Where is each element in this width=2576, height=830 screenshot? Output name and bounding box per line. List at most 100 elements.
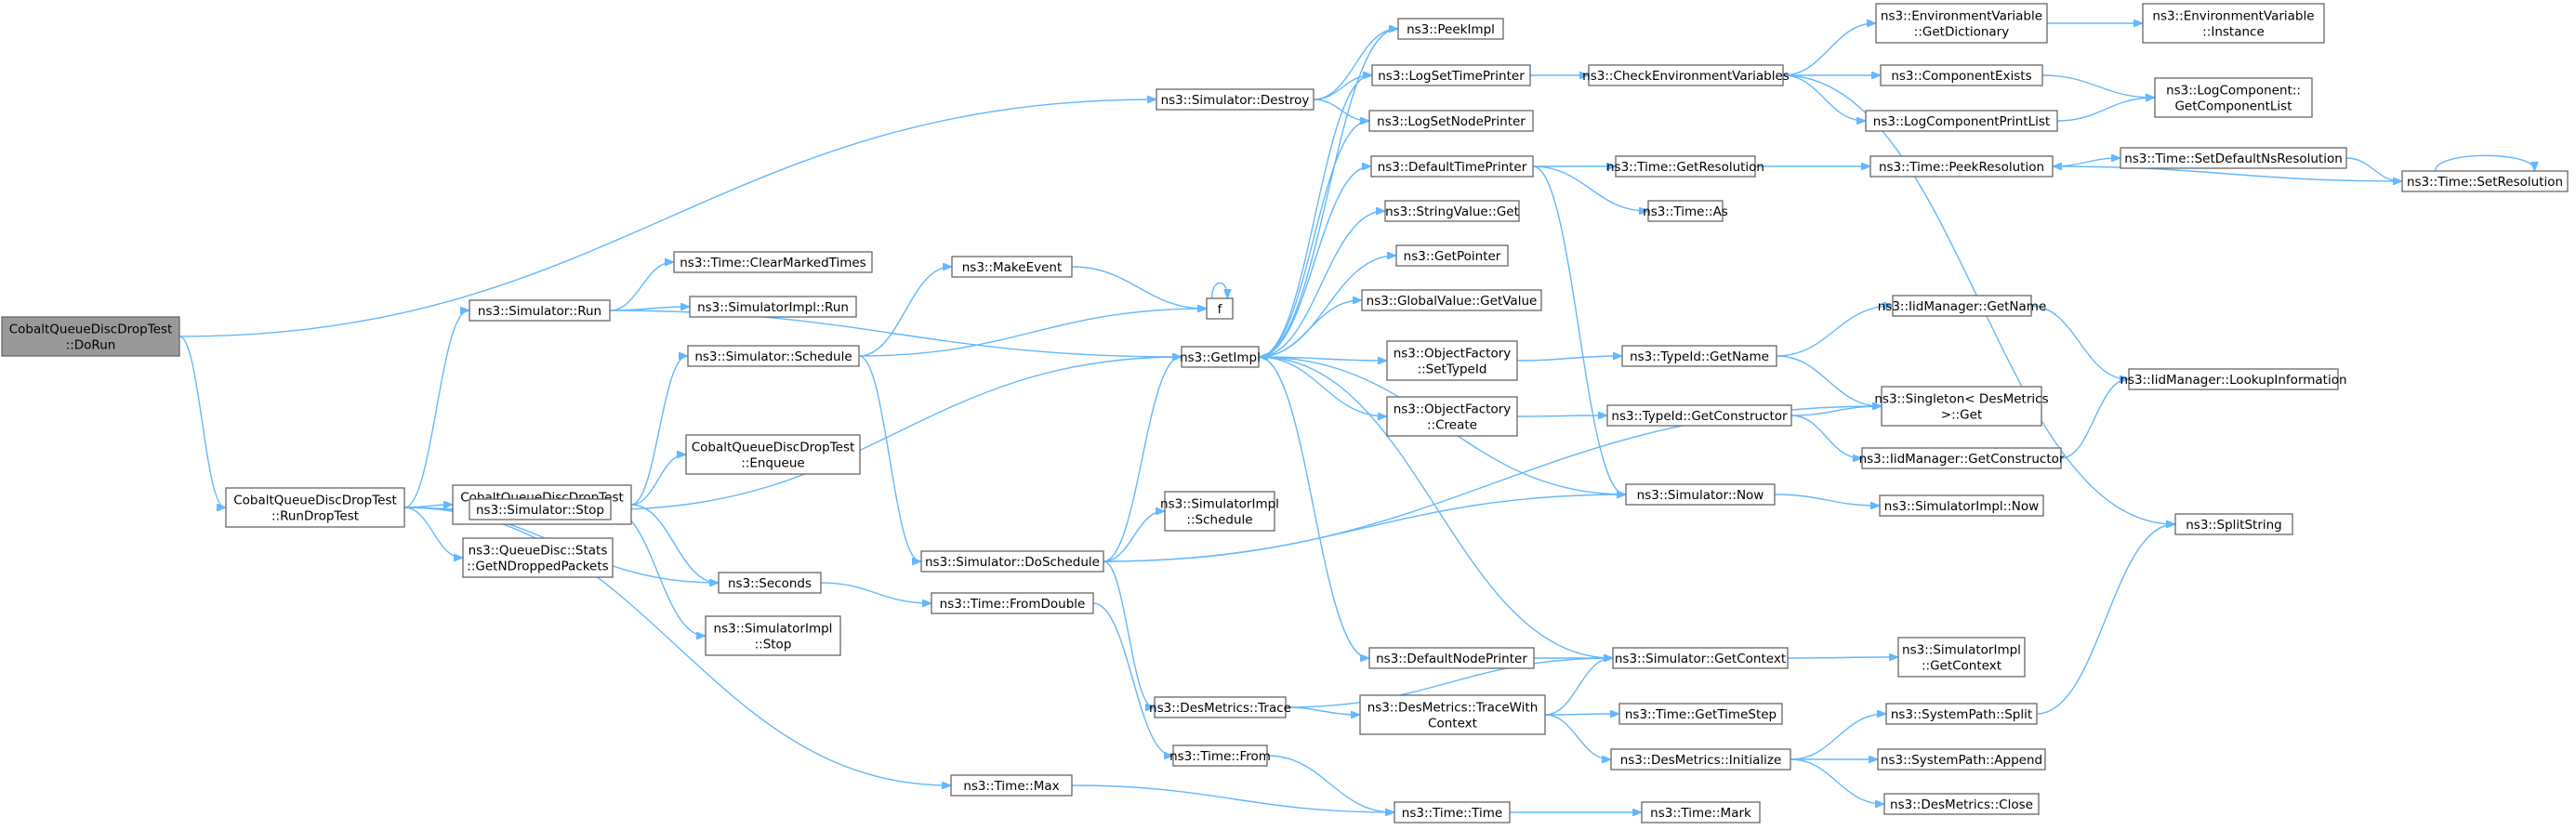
- node-simschedule[interactable]: ns3::Simulator::Schedule: [687, 345, 860, 367]
- node-label: ns3::Simulator::Stop: [476, 503, 604, 518]
- node-timepeekres[interactable]: ns3::Time::PeekResolution: [1869, 155, 2054, 178]
- node-f[interactable]: f: [1206, 297, 1234, 320]
- node-label: ns3::Simulator::Now: [1637, 488, 1764, 503]
- edge-desmtracewith-to-desminit: [1544, 714, 1610, 759]
- node-objfaccreate[interactable]: ns3::ObjectFactory::Create: [1386, 396, 1518, 437]
- node-label: ns3::SimulatorImpl: [714, 622, 833, 637]
- node-label: ns3::LogComponentPrintList: [1873, 114, 2050, 129]
- edge-simschedule-to-doschedule: [858, 355, 920, 561]
- node-globalvalue[interactable]: ns3::GlobalValue::GetValue: [1361, 289, 1542, 311]
- node-label: ns3::Time::GetTimeStep: [1625, 707, 1777, 722]
- node-simstop[interactable]: ns3::Simulator::Stop: [469, 498, 612, 520]
- edge-getimpl-to-logsettime: [1258, 75, 1371, 358]
- edge-objfacsettypeid-to-typeidgetname: [1516, 356, 1621, 362]
- edge-getimpl-to-stringvalueget: [1258, 211, 1384, 358]
- node-defnodeprinter[interactable]: ns3::DefaultNodePrinter: [1368, 647, 1535, 669]
- node-enqueue[interactable]: CobaltQueueDiscDropTest::Enqueue: [685, 434, 861, 475]
- node-label: ns3::ObjectFactory: [1394, 402, 1512, 417]
- node-syspathsplit[interactable]: ns3::SystemPath::Split: [1885, 703, 2038, 725]
- node-desmclose[interactable]: ns3::DesMetrics::Close: [1883, 793, 2040, 815]
- node-label: ::Schedule: [1186, 513, 1252, 528]
- node-label: ns3::Simulator::DoSchedule: [925, 555, 1100, 570]
- node-box: [1359, 694, 1546, 735]
- node-timegetres[interactable]: ns3::Time::GetResolution: [1606, 155, 1764, 178]
- node-box: [1206, 297, 1234, 320]
- node-syspathappend[interactable]: ns3::SystemPath::Append: [1877, 748, 2046, 771]
- node-typeidgetname[interactable]: ns3::TypeId::GetName: [1621, 345, 1777, 367]
- node-fromdouble[interactable]: ns3::Time::FromDouble: [931, 592, 1094, 614]
- node-box: [2142, 3, 2325, 44]
- node-simimplschedule[interactable]: ns3::SimulatorImpl::Schedule: [1160, 491, 1279, 532]
- node-getimpl[interactable]: ns3::GetImpl: [1180, 346, 1261, 368]
- node-envinstance[interactable]: ns3::EnvironmentVariable::Instance: [2142, 3, 2325, 44]
- node-box: [1394, 801, 1511, 823]
- node-box: [1395, 244, 1509, 267]
- node-timefrom[interactable]: ns3::Time::From: [1169, 744, 1271, 767]
- node-simimplstop[interactable]: ns3::SimulatorImpl::Stop: [705, 615, 841, 656]
- node-root[interactable]: CobaltQueueDiscDropTest::DoRun: [1, 316, 180, 357]
- node-logsettime[interactable]: ns3::LogSetTimePrinter: [1371, 64, 1531, 86]
- node-simdestroy[interactable]: ns3::Simulator::Destroy: [1156, 88, 1314, 111]
- node-makeevent[interactable]: ns3::MakeEvent: [951, 256, 1073, 278]
- node-objfacsettypeid[interactable]: ns3::ObjectFactory::SetTypeId: [1386, 340, 1518, 381]
- node-timetime[interactable]: ns3::Time::Time: [1394, 801, 1511, 823]
- node-label: CobaltQueueDiscDropTest: [692, 441, 855, 455]
- node-label: ns3::SimulatorImpl::Now: [1884, 499, 2039, 514]
- node-box: [1164, 491, 1275, 532]
- node-qdstats[interactable]: ns3::QueueDisc::Stats::GetNDroppedPacket…: [462, 537, 614, 578]
- node-simimplgetctx[interactable]: ns3::SimulatorImpl::GetContext: [1897, 637, 2026, 678]
- node-setdefaultns[interactable]: ns3::Time::SetDefaultNsResolution: [2120, 147, 2347, 169]
- node-seconds[interactable]: ns3::Seconds: [718, 572, 822, 594]
- edge-desmtrace-to-simgetcontext: [1285, 658, 1612, 708]
- node-box: [1384, 200, 1520, 222]
- node-simgetcontext[interactable]: ns3::Simulator::GetContext: [1612, 647, 1789, 669]
- node-box: [1877, 748, 2046, 771]
- node-timesetres[interactable]: ns3::Time::SetResolution: [2401, 170, 2569, 192]
- node-label: ns3::LogComponent::: [2166, 84, 2301, 99]
- node-logcompprint[interactable]: ns3::LogComponentPrintList: [1865, 110, 2058, 132]
- node-box: [1861, 447, 2062, 469]
- node-timeas[interactable]: ns3::Time::As: [1643, 200, 1728, 222]
- edge-enqdelay-to-enqueue: [630, 455, 685, 506]
- node-iidgetname[interactable]: ns3::IidManager::GetName: [1878, 295, 2047, 317]
- edge-simnow-to-simimplnow: [1774, 494, 1879, 506]
- node-box: [1618, 703, 1783, 725]
- node-timemax[interactable]: ns3::Time::Max: [950, 774, 1073, 797]
- node-clearmarked[interactable]: ns3::Time::ClearMarkedTimes: [673, 251, 873, 273]
- node-iidlookup[interactable]: ns3::IidManager::LookupInformation: [2120, 368, 2347, 390]
- node-iidgetctor[interactable]: ns3::IidManager::GetConstructor: [1859, 447, 2065, 469]
- node-typeidgetctor[interactable]: ns3::TypeId::GetConstructor: [1606, 404, 1792, 427]
- node-stringvalueget[interactable]: ns3::StringValue::Get: [1384, 200, 1520, 222]
- node-label: ns3::DefaultNodePrinter: [1376, 652, 1527, 666]
- node-desminit[interactable]: ns3::DesMetrics::Initialize: [1610, 748, 1791, 771]
- node-checkenv[interactable]: ns3::CheckEnvironmentVariables: [1582, 64, 1790, 86]
- node-label: >::Get: [1941, 408, 1982, 423]
- node-box: [1368, 110, 1534, 132]
- node-simimplnow[interactable]: ns3::SimulatorImpl::Now: [1879, 494, 2044, 517]
- node-getpointer[interactable]: ns3::GetPointer: [1395, 244, 1509, 267]
- node-simnow[interactable]: ns3::Simulator::Now: [1625, 483, 1776, 506]
- node-envgetdict[interactable]: ns3::EnvironmentVariable::GetDictionary: [1875, 3, 2048, 44]
- node-simimplrun[interactable]: ns3::SimulatorImpl::Run: [689, 296, 857, 318]
- edge-iidgetname-to-iidlookup: [2030, 305, 2128, 379]
- node-box: [1361, 289, 1542, 311]
- node-doschedule[interactable]: ns3::Simulator::DoSchedule: [920, 550, 1104, 573]
- node-singletonget[interactable]: ns3::Singleton< DesMetrics >::Get: [1874, 386, 2049, 427]
- node-rundrop[interactable]: CobaltQueueDiscDropTest::RunDropTest: [225, 487, 405, 528]
- node-deftimeprinter[interactable]: ns3::DefaultTimePrinter: [1370, 155, 1534, 178]
- node-logcompget[interactable]: ns3::LogComponent::GetComponentList: [2154, 77, 2313, 118]
- node-box: [225, 487, 405, 528]
- node-desmtrace[interactable]: ns3::DesMetrics::Trace: [1149, 696, 1291, 718]
- edge-deftimeprinter-to-timeas: [1532, 165, 1647, 211]
- node-logsetnode[interactable]: ns3::LogSetNodePrinter: [1368, 110, 1534, 132]
- node-simrun[interactable]: ns3::Simulator::Run: [469, 299, 611, 322]
- node-label: f: [1218, 302, 1223, 317]
- node-splitstring[interactable]: ns3::SplitString: [2174, 513, 2293, 535]
- node-timemark[interactable]: ns3::Time::Mark: [1641, 801, 1761, 823]
- node-peekimpl[interactable]: ns3::PeekImpl: [1397, 18, 1504, 40]
- node-compexists[interactable]: ns3::ComponentExists: [1880, 64, 2043, 86]
- node-timegettimestep[interactable]: ns3::Time::GetTimeStep: [1618, 703, 1783, 725]
- node-label: ns3::TypeId::GetName: [1630, 349, 1769, 364]
